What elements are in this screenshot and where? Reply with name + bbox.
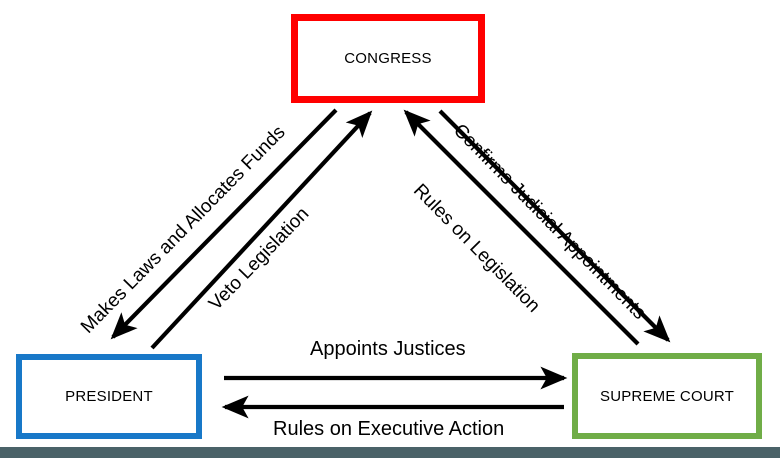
arrow-congress-to-president [110,108,338,340]
footer-bar [0,447,780,458]
node-president[interactable]: PRESIDENT [16,354,202,439]
node-supreme-court[interactable]: SUPREME COURT [572,353,762,439]
node-president-label: PRESIDENT [65,388,153,405]
arrow-supreme-court-to-congress [403,109,640,346]
node-supreme-court-label: SUPREME COURT [599,387,734,405]
arrow-congress-to-supreme-court [438,109,671,343]
edge-label-rules-on-executive-action: Rules on Executive Action [273,418,505,440]
node-congress-label: CONGRESS [344,50,432,67]
node-congress[interactable]: CONGRESS [291,14,485,103]
arrow-president-to-congress [150,110,373,350]
edge-label-appoints-justices: Appoints Justices [310,338,466,360]
